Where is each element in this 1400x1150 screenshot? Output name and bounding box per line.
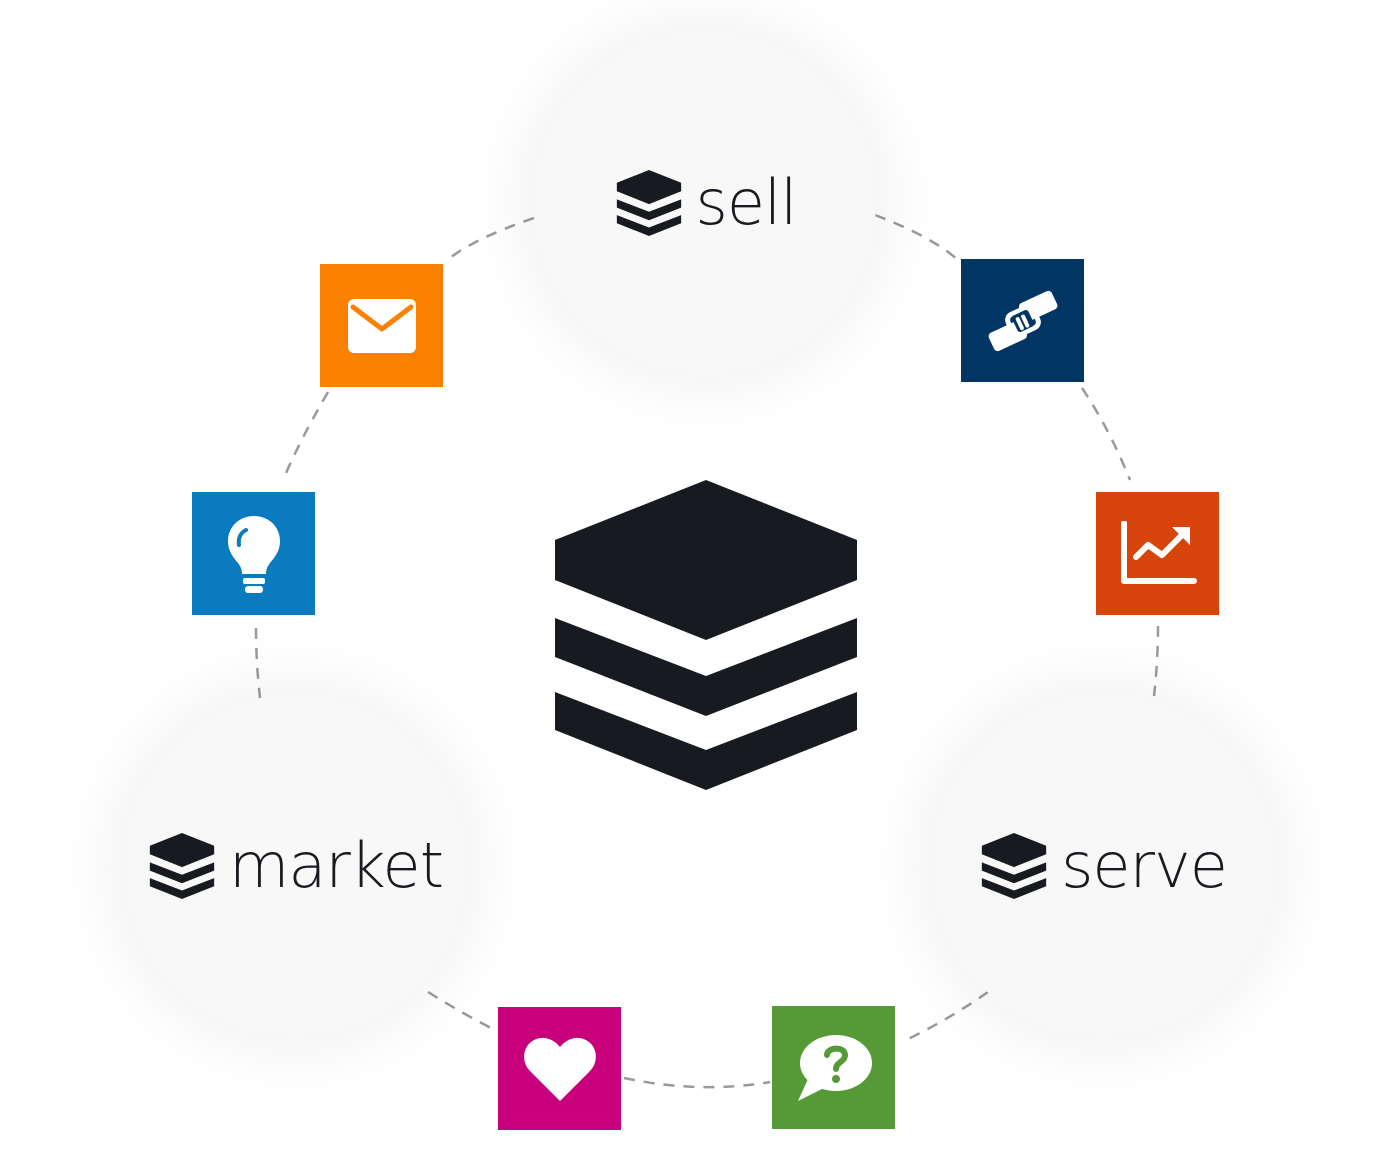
serve-node-label: serve [979,829,1228,902]
handshake-tile [961,259,1084,382]
idea-tile [192,492,315,615]
sell-label-text: sell [695,166,798,239]
question-bubble-icon [797,1034,872,1101]
serve-label-text: serve [1061,829,1228,902]
market-label-text: market [228,829,444,902]
sell-node: sell [534,32,876,374]
heart-icon [523,1037,596,1101]
market-node: market [124,695,466,1037]
serve-node: serve [932,695,1274,1037]
trending-chart-icon [1120,520,1197,584]
lightbulb-icon [227,515,280,593]
question-tile [772,1006,895,1129]
handshake-icon [988,290,1057,351]
email-tile [320,264,443,387]
market-node-label: market [147,829,444,902]
layers-logo-icon [981,833,1047,899]
growth-tile [1096,492,1219,615]
center-layers-logo-icon [555,480,857,790]
envelope-icon [347,298,416,353]
sell-node-label: sell [614,170,797,236]
layers-logo-icon [149,833,215,899]
heart-tile [498,1007,621,1130]
layers-logo-icon [616,170,681,236]
